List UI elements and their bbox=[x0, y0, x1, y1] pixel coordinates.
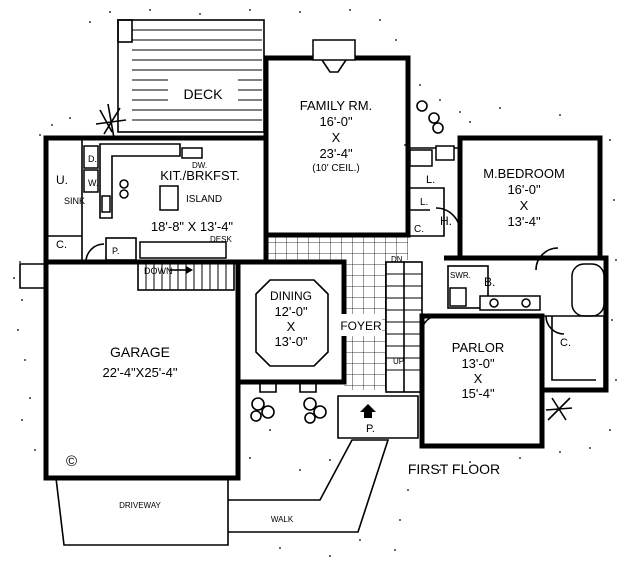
master-bedroom-dim2: 13'-4" bbox=[507, 214, 541, 229]
dining-room: DINING 12'-0" X 13'-0" bbox=[235, 259, 347, 393]
deck-label: DECK bbox=[184, 86, 224, 102]
vanity bbox=[479, 295, 541, 311]
utility-label: U. bbox=[56, 173, 68, 187]
kitchen-dims: 18'-8" X 13'-4" bbox=[151, 219, 234, 234]
kitchen-sink-label: SINK bbox=[64, 196, 85, 206]
foyer-dn-label: DN. bbox=[391, 255, 405, 264]
foyer: FOYER DN. UP bbox=[268, 236, 423, 393]
family-room-x: X bbox=[332, 130, 341, 145]
garage-label: GARAGE bbox=[110, 344, 170, 360]
dining-x: X bbox=[287, 319, 296, 334]
foyer-up-label: UP bbox=[393, 357, 404, 366]
garage-dims: 22'-4"X25'-4" bbox=[103, 365, 178, 380]
walk-label: WALK bbox=[271, 515, 294, 524]
parlor: PARLOR 13'-0" X 15'-4" bbox=[419, 313, 545, 449]
hall-label: H. bbox=[440, 214, 452, 228]
pantry bbox=[105, 237, 137, 261]
island bbox=[159, 185, 179, 211]
tree-left bbox=[95, 103, 127, 139]
stairs-down-label: DOWN bbox=[144, 266, 173, 276]
dining-dim2: 13'-0" bbox=[274, 334, 308, 349]
deck: DECK bbox=[117, 19, 265, 133]
foyer-label: FOYER bbox=[340, 319, 382, 333]
kitchen: D. W. KIT./BRKFST. DW. ISLAND 18'-8" X 1… bbox=[43, 135, 269, 265]
kitchen-closet-label: C. bbox=[56, 239, 67, 251]
family-room-dim1: 16'-0" bbox=[319, 114, 353, 129]
dryer bbox=[83, 145, 99, 169]
parlor-x: X bbox=[474, 371, 483, 386]
stairs-down: DOWN bbox=[137, 261, 235, 291]
shower-label: SWR. bbox=[450, 271, 471, 280]
parlor-dim2: 15'-4" bbox=[461, 386, 495, 401]
fireplace bbox=[312, 39, 356, 61]
dining-label: DINING bbox=[270, 289, 312, 303]
family-room-label: FAMILY RM. bbox=[300, 98, 372, 113]
desk bbox=[139, 241, 227, 259]
driveway: DRIVEWAY bbox=[55, 477, 229, 546]
kitchen-label: KIT./BRKFST. bbox=[160, 168, 239, 183]
tub bbox=[571, 263, 605, 317]
master-bedroom: L. L. H. C. M.BEDROOM 16'-0" X 13'-4" bbox=[408, 135, 603, 271]
family-room-ceiling-note: (10' CEIL.) bbox=[312, 163, 359, 174]
svg-text:D.: D. bbox=[88, 154, 97, 164]
porch: P. bbox=[337, 395, 419, 439]
porch-label: P. bbox=[366, 423, 375, 435]
hall-closet-label: C. bbox=[414, 224, 424, 235]
family-room-dim2: 23'-4" bbox=[319, 146, 353, 161]
dining-dim1: 12'-0" bbox=[274, 304, 308, 319]
toilet-bath bbox=[449, 287, 467, 307]
linen-label-1: L. bbox=[426, 174, 435, 186]
desk-label: DESK bbox=[210, 235, 232, 244]
shrub-group bbox=[250, 397, 327, 424]
lot-stipple bbox=[13, 9, 617, 557]
svg-text:W.: W. bbox=[88, 178, 99, 188]
sink bbox=[101, 195, 111, 213]
driveway-label: DRIVEWAY bbox=[119, 501, 161, 510]
toilet bbox=[435, 145, 455, 161]
master-bedroom-dim1: 16'-0" bbox=[507, 182, 541, 197]
kitchen-dw: DW. bbox=[192, 161, 207, 170]
parlor-label: PARLOR bbox=[452, 340, 505, 355]
copyright-mark: © bbox=[66, 453, 77, 470]
linen-label-2: L. bbox=[420, 197, 428, 208]
pantry-label: P. bbox=[112, 246, 119, 256]
master-bedroom-label: M.BEDROOM bbox=[483, 166, 565, 181]
bath-closet-label: C. bbox=[560, 337, 571, 349]
kitchen-island-label: ISLAND bbox=[186, 194, 222, 205]
master-bedroom-x: X bbox=[520, 198, 529, 213]
master-bath: SWR. B. C. bbox=[444, 255, 609, 393]
family-room: FAMILY RM. 16'-0" X 23'-4" (10' CEIL.) bbox=[263, 39, 411, 238]
tree-right bbox=[416, 100, 573, 421]
floor-title: FIRST FLOOR bbox=[408, 461, 500, 477]
bath-label: B. bbox=[484, 275, 495, 289]
parlor-dim1: 13'-0" bbox=[461, 356, 495, 371]
washer bbox=[83, 169, 99, 193]
walk: WALK bbox=[228, 439, 390, 533]
garage: GARAGE 22'-4"X25'-4" © bbox=[19, 262, 241, 481]
